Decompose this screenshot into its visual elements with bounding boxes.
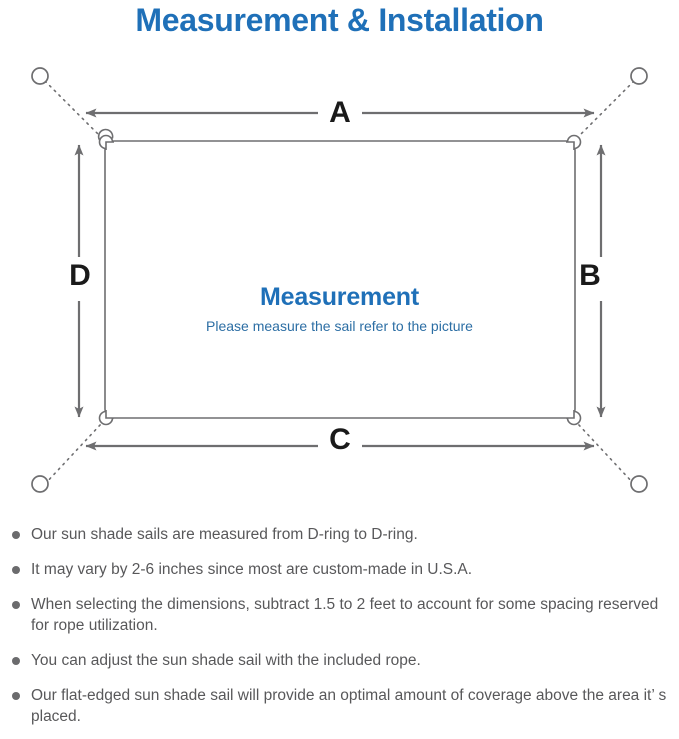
bullet-dot-icon: [12, 566, 20, 574]
list-item: When selecting the dimensions, subtract …: [0, 594, 679, 636]
list-item-text: You can adjust the sun shade sail with t…: [31, 652, 421, 669]
rope-bottom-left: [44, 423, 102, 485]
anchor-circle-top-right: [630, 67, 648, 85]
d-ring-corner-strokes: [105, 141, 575, 419]
bullet-dot-icon: [12, 601, 20, 609]
bullet-dot-icon: [12, 531, 20, 539]
diagram-canvas: [31, 67, 648, 493]
rope-lines: [44, 80, 635, 485]
page-title: Measurement & Installation: [135, 2, 544, 38]
list-item: It may vary by 2-6 inches since most are…: [0, 559, 679, 580]
anchor-circle-top-left: [31, 67, 49, 85]
list-item-text: When selecting the dimensions, subtract …: [31, 596, 659, 634]
list-item: You can adjust the sun shade sail with t…: [0, 650, 679, 671]
d-ring-wedges: [106, 142, 574, 418]
shade-sail-body: [104, 140, 576, 419]
list-item-text: Our sun shade sails are measured from D-…: [31, 526, 418, 543]
list-item-text: It may vary by 2-6 inches since most are…: [31, 561, 473, 578]
anchor-circle-bottom-left: [31, 475, 49, 493]
bullet-dot-icon: [12, 692, 20, 700]
bullet-dot-icon: [12, 657, 20, 665]
rope-top-right: [577, 80, 635, 138]
anchor-circle-bottom-right: [630, 475, 648, 493]
list-item: Our sun shade sails are measured from D-…: [0, 524, 679, 545]
list-item: Our flat-edged sun shade sail will provi…: [0, 685, 679, 727]
rope-bottom-right: [577, 423, 635, 485]
shade-sail-measurement-diagram: A B C D Measurement Please measure the s…: [0, 45, 679, 515]
instruction-list: Our sun shade sails are measured from D-…: [0, 524, 679, 727]
rope-top-left: [44, 80, 102, 138]
anchor-points: [31, 67, 648, 493]
list-item-text: Our flat-edged sun shade sail will provi…: [31, 687, 667, 725]
